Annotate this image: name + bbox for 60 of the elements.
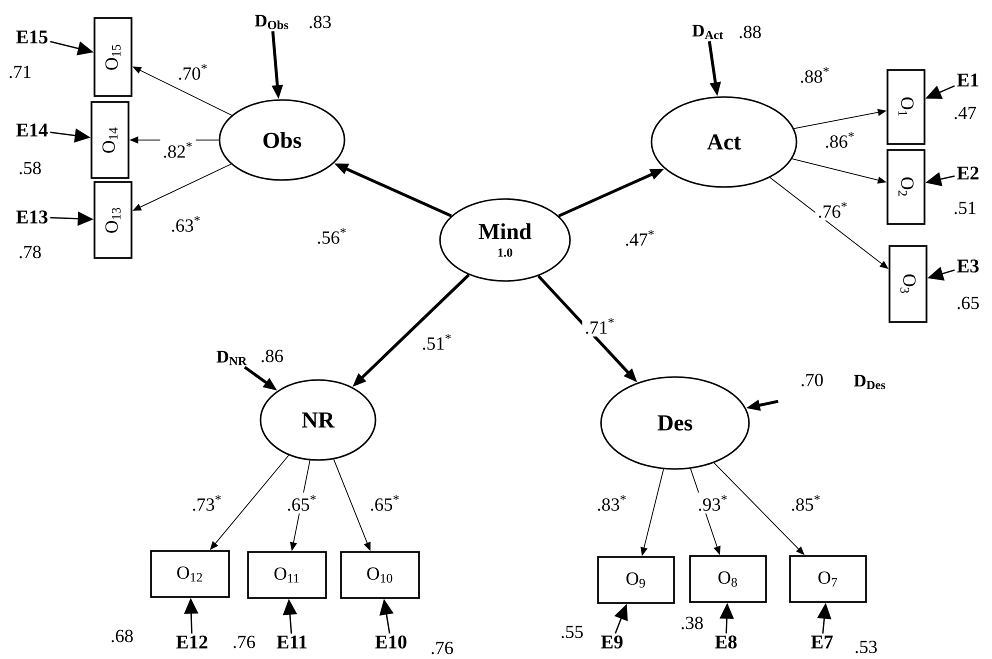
edge-label: .56$^{*}$ xyxy=(314,226,350,246)
indicator-box: O$_{12}$ xyxy=(150,550,230,598)
error-label: E7 xyxy=(811,636,833,648)
variance-value: .38 xyxy=(682,616,703,630)
edge-label: .93$^{*}$ xyxy=(695,492,731,514)
variance-value: .71 xyxy=(10,66,30,78)
indicator-box: O$_{8}$ xyxy=(689,555,767,603)
indicator-box: O$_{3}$ xyxy=(888,245,928,323)
edge-label: .70$^{*}$ xyxy=(175,62,211,82)
indicator-box: O$_{2}$ xyxy=(886,149,926,225)
edge-label: .65$^{*}$ xyxy=(367,492,403,514)
error-label: E12 xyxy=(176,636,208,648)
edge-label: .73$^{*}$ xyxy=(189,492,225,514)
indicator-box: O$_{14}$ xyxy=(90,101,130,179)
variance-value: .47 xyxy=(954,106,976,120)
indicator-box: O$_{13}$ xyxy=(94,181,132,259)
indicator-box: O$_{7}$ xyxy=(789,555,867,603)
variance-value: .78 xyxy=(20,246,41,258)
error-label: E1 xyxy=(957,74,978,86)
indicator-box: O$_{15}$ xyxy=(94,17,132,97)
error-label: E15 xyxy=(16,30,48,44)
error-label: E10 xyxy=(375,636,406,649)
edge-label: .82$^{*}$ xyxy=(160,140,196,160)
variance-value: .70 xyxy=(802,374,823,386)
indicator-box: O$_{10}$ xyxy=(340,551,420,599)
variance-value: .76 xyxy=(432,642,453,654)
edge-label: .65$^{*}$ xyxy=(284,492,320,514)
indicator-box: O$_{9}$ xyxy=(597,556,675,604)
error-label: E3 xyxy=(957,260,979,272)
disturbance-label: D$_{NR}$ xyxy=(216,350,247,366)
edge-label: .51$^{*}$ xyxy=(419,332,455,352)
variance-value: .76 xyxy=(234,636,255,648)
disturbance-label: D$_{Des}$ xyxy=(854,374,886,390)
disturbance-label: D$_{Act}$ xyxy=(692,24,724,40)
variance-value: .58 xyxy=(20,162,41,174)
edge-label: .71$^{*}$ xyxy=(582,316,618,336)
variance-value: .68 xyxy=(112,630,133,642)
error-label: E9 xyxy=(601,636,623,648)
variance-value: .53 xyxy=(856,640,877,654)
edge-label: .83$^{*}$ xyxy=(594,492,630,514)
error-label: E14 xyxy=(16,124,48,136)
edge-label: .76$^{*}$ xyxy=(815,200,851,220)
edge-label: .63$^{*}$ xyxy=(168,214,204,234)
variance-value: .65 xyxy=(958,296,979,310)
variance-value: .83 xyxy=(310,16,331,28)
variance-value: .51 xyxy=(954,202,976,214)
edge-label: .86$^{*}$ xyxy=(822,130,858,150)
error-label: E13 xyxy=(16,210,48,224)
error-label: E11 xyxy=(276,636,307,648)
edge-label: .88$^{*}$ xyxy=(797,64,833,86)
edge-label: .85$^{*}$ xyxy=(788,492,824,514)
error-label: E8 xyxy=(715,636,737,649)
disturbance-label: D$_{Obs}$ xyxy=(254,14,288,30)
variance-value: .88 xyxy=(740,26,761,38)
error-label: E2 xyxy=(957,166,978,180)
indicator-box: O$_{11}$ xyxy=(247,551,327,599)
variance-value: .86 xyxy=(262,350,283,362)
edge-label: .47$^{*}$ xyxy=(622,228,658,248)
variance-value: .55 xyxy=(562,626,583,638)
indicator-box: O$_{1}$ xyxy=(886,69,926,145)
